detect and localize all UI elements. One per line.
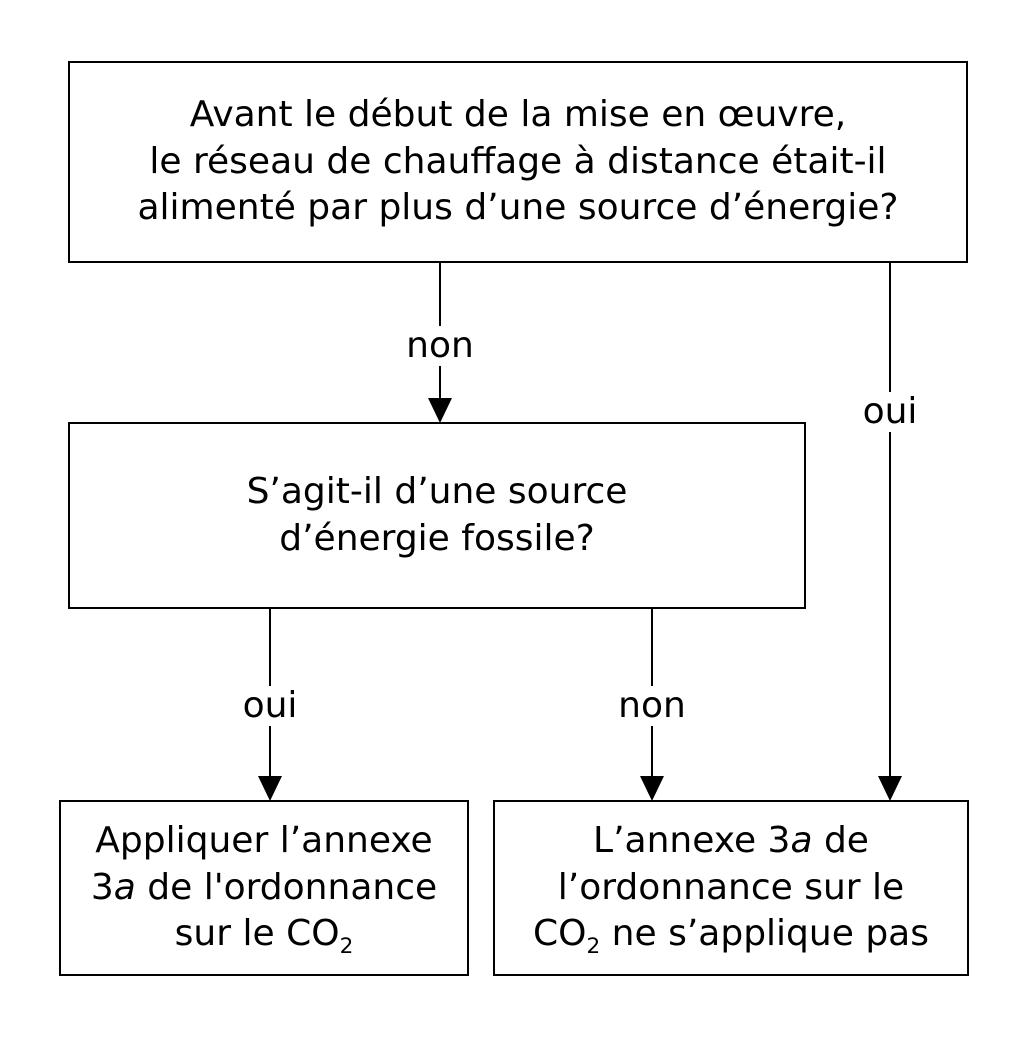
question2-text: S’agit-il d’une source d’énergie fossile… xyxy=(247,469,628,563)
result-not-apply-text: L’annexe 3a de l’ordonnance sur le CO2 n… xyxy=(533,818,929,958)
arrowhead-q2 xyxy=(428,398,452,423)
result-apply-line-1: Appliquer l’annexe xyxy=(95,819,433,861)
edge-label-q1-oui: oui xyxy=(862,391,918,432)
result-apply-annex-letter: a xyxy=(113,866,136,908)
result-apply-box: Appliquer l’annexe 3a de l'ordonnance su… xyxy=(59,800,469,976)
question1-text: Avant le début de la mise en œuvre, le r… xyxy=(137,92,898,232)
result-apply-line-2-rest: de l'ordonnance xyxy=(135,866,438,908)
question2-line-2: d’énergie fossile? xyxy=(279,517,595,559)
result-apply-co-text: sur le CO xyxy=(174,913,340,955)
result-apply-line-3: sur le CO2 xyxy=(91,911,437,958)
result-apply-co2-subscript: 2 xyxy=(339,934,354,960)
result-not-apply-line-2: l’ordonnance sur le xyxy=(557,866,905,908)
result-not-apply-annex-letter: a xyxy=(790,819,813,861)
question2-box: S’agit-il d’une source d’énergie fossile… xyxy=(68,422,806,609)
result-apply-line-2: 3a de l'ordonnance xyxy=(91,865,437,912)
arrowhead-result-not-apply-from-q2 xyxy=(640,776,664,801)
edge-label-q1-non: non xyxy=(406,325,474,366)
result-not-apply-co-text: CO xyxy=(533,913,587,955)
result-not-apply-line-1: L’annexe 3a de xyxy=(533,818,929,865)
question1-box: Avant le début de la mise en œuvre, le r… xyxy=(68,61,968,263)
result-not-apply-co2-subscript: 2 xyxy=(586,934,601,960)
result-apply-text: Appliquer l’annexe 3a de l'ordonnance su… xyxy=(91,818,437,958)
question1-line-2: le réseau de chauffage à distance était-… xyxy=(149,140,887,182)
edge-label-q2-oui: oui xyxy=(242,685,298,726)
result-not-apply-line-3-post: ne s’applique pas xyxy=(600,913,929,955)
result-not-apply-line-1-post: de xyxy=(812,819,869,861)
edge-label-q2-non: non xyxy=(618,685,686,726)
result-apply-annex-number: 3 xyxy=(90,866,114,908)
arrowhead-result-not-apply-from-q1 xyxy=(878,776,902,801)
result-not-apply-line-3: CO2 ne s’applique pas xyxy=(533,911,929,958)
question1-line-3: alimenté par plus d’une source d’énergie… xyxy=(137,187,899,229)
result-not-apply-line-1-pre: L’annexe 3 xyxy=(593,819,791,861)
question1-line-1: Avant le début de la mise en œuvre, xyxy=(189,93,847,135)
arrowhead-result-apply xyxy=(258,776,282,801)
question2-line-1: S’agit-il d’une source xyxy=(246,470,628,512)
result-not-apply-box: L’annexe 3a de l’ordonnance sur le CO2 n… xyxy=(493,800,969,976)
